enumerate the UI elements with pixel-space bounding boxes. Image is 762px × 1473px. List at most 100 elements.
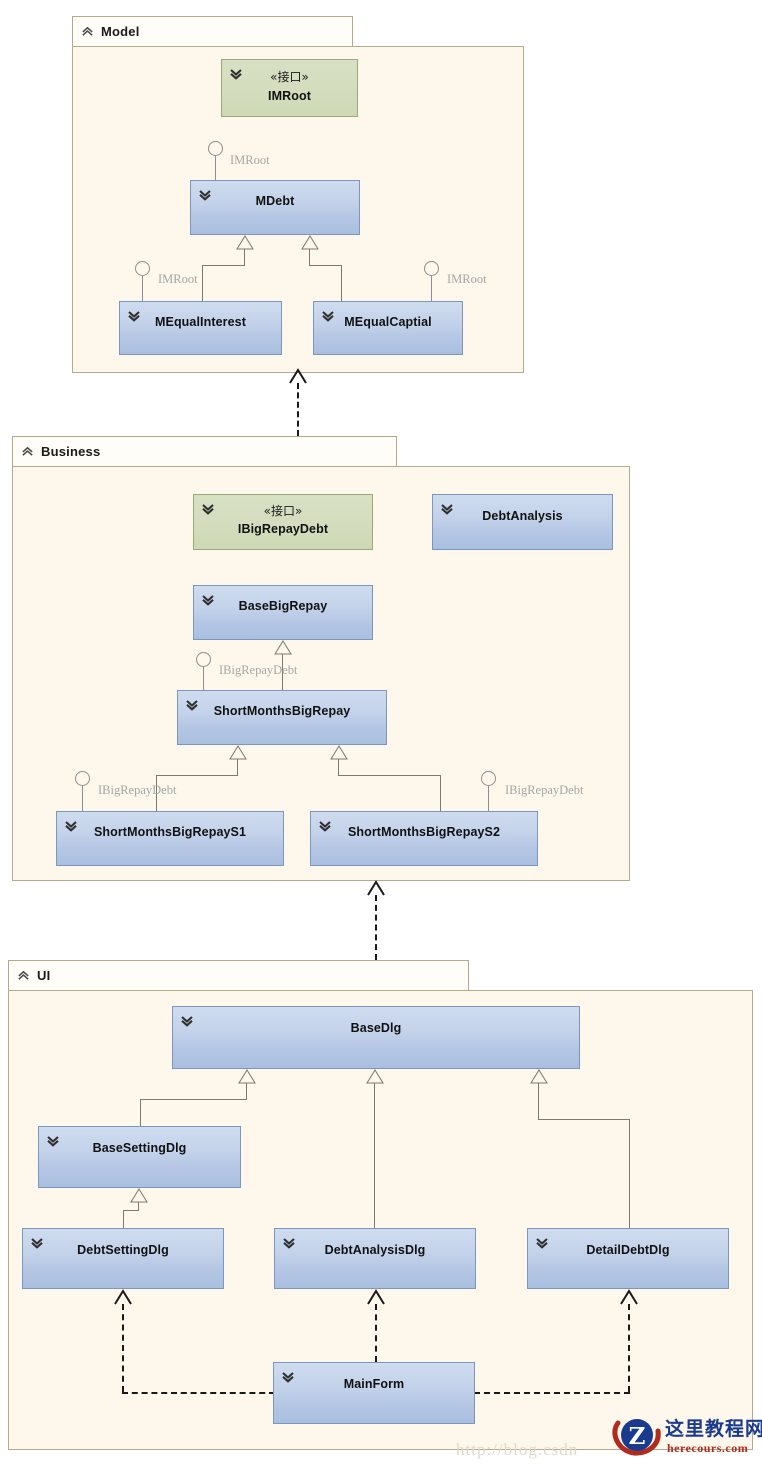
classifier-debtanalysis[interactable]: DebtAnalysis xyxy=(432,494,613,550)
connector-segment xyxy=(202,265,245,266)
classifier-name: BaseDlg xyxy=(350,1021,402,1035)
classifier-ibigrepaydebt[interactable]: «接口» IBigRepayDebt xyxy=(193,494,373,550)
classifier-basedlg[interactable]: BaseDlg xyxy=(172,1006,580,1069)
package-label-ui: UI xyxy=(37,968,51,983)
connector-segment xyxy=(629,1119,630,1228)
classifier-name: DebtSettingDlg xyxy=(77,1243,169,1257)
classifier-mequalcaptial[interactable]: MEqualCaptial xyxy=(313,301,463,355)
classifier-name: DebtAnalysis xyxy=(482,509,563,523)
classifier-shortmonthsbigrepay[interactable]: ShortMonthsBigRepay xyxy=(177,690,387,745)
lollipop-label-mequalinterest: IMRoot xyxy=(158,272,198,286)
lollipop-circle-mdebt xyxy=(208,141,223,156)
lollipop-stem-mequalcaptial xyxy=(431,276,432,301)
connector-segment xyxy=(140,1099,141,1126)
chevron-down-icon xyxy=(128,311,140,322)
package-tab-model[interactable]: Model xyxy=(72,16,353,46)
dependency-arrowhead-mainform-debtanalysisdlg xyxy=(367,1289,385,1305)
watermark-logo-icon: Z xyxy=(612,1419,661,1456)
dependency-line-mainform-detaildebtdlg-v xyxy=(628,1304,630,1392)
connector-segment xyxy=(202,265,203,301)
package-tab-ui[interactable]: UI xyxy=(8,960,469,990)
lollipop-circle-mequalcaptial xyxy=(424,261,439,276)
package-tab-business[interactable]: Business xyxy=(12,436,397,466)
dependency-line-mainform-debtanalysisdlg xyxy=(375,1304,377,1362)
classifier-stereotype: «接口» xyxy=(263,504,303,518)
lollipop-circle-s1 xyxy=(75,771,90,786)
classifier-debtsettingdlg[interactable]: DebtSettingDlg xyxy=(22,1228,224,1289)
chevron-down-icon xyxy=(283,1238,295,1249)
chevron-down-icon xyxy=(282,1372,294,1383)
classifier-imroot[interactable]: «接口» IMRoot xyxy=(221,59,358,117)
classifier-name: BaseSettingDlg xyxy=(92,1141,187,1155)
chevron-up-icon[interactable] xyxy=(81,25,94,38)
chevron-down-icon xyxy=(322,311,334,322)
connector-segment xyxy=(282,654,283,690)
chevron-down-icon xyxy=(47,1136,59,1147)
classifier-name: MDebt xyxy=(255,194,295,208)
dependency-line-mainform-detaildebtdlg-h xyxy=(474,1392,630,1394)
lollipop-label-mdebt: IMRoot xyxy=(230,153,270,167)
chevron-down-icon xyxy=(441,504,453,515)
connector-segment xyxy=(338,775,440,776)
classifier-shortmonthsbigrepays1[interactable]: ShortMonthsBigRepayS1 xyxy=(56,811,284,866)
classifier-basesettingdlg[interactable]: BaseSettingDlg xyxy=(38,1126,241,1188)
connector-segment xyxy=(538,1119,629,1120)
connector-segment xyxy=(440,775,441,811)
chevron-down-icon xyxy=(181,1016,193,1027)
chevron-up-icon[interactable] xyxy=(21,445,34,458)
classifier-name: MEqualCaptial xyxy=(344,315,432,329)
connector-segment xyxy=(140,1099,247,1100)
connector-segment xyxy=(156,775,157,811)
lollipop-stem-mequalinterest xyxy=(142,276,143,301)
classifier-name: IBigRepayDebt xyxy=(237,522,329,536)
chevron-down-icon xyxy=(202,595,214,606)
watermark-site-name: 这里教程网 xyxy=(665,1418,762,1440)
chevron-up-icon[interactable] xyxy=(17,969,30,982)
chevron-down-icon xyxy=(31,1238,43,1249)
lollipop-label-s2: IBigRepayDebt xyxy=(505,783,584,797)
package-label-model: Model xyxy=(101,24,140,39)
classifier-name: MainForm xyxy=(343,1377,405,1391)
classifier-debtanalysisdlg[interactable]: DebtAnalysisDlg xyxy=(274,1228,476,1289)
chevron-down-icon xyxy=(230,69,242,80)
lollipop-circle-mequalinterest xyxy=(135,261,150,276)
classifier-mainform[interactable]: MainForm xyxy=(273,1362,475,1424)
classifier-name: MEqualInterest xyxy=(155,315,246,329)
classifier-mdebt[interactable]: MDebt xyxy=(190,180,360,235)
connector-segment xyxy=(123,1210,124,1228)
classifier-name: BaseBigRepay xyxy=(238,599,328,613)
classifier-detaildebtdlg[interactable]: DetailDebtDlg xyxy=(527,1228,729,1289)
lollipop-label-s1: IBigRepayDebt xyxy=(98,783,177,797)
connector-segment xyxy=(138,1202,139,1210)
dependency-line-business-model xyxy=(297,383,299,436)
connector-segment xyxy=(374,1083,375,1228)
chevron-down-icon xyxy=(536,1238,548,1249)
dependency-line-mainform-debtsettingdlg-v xyxy=(122,1304,124,1392)
watermark-site-domain: herecours.com xyxy=(667,1441,749,1455)
chevron-down-icon xyxy=(319,821,331,832)
classifier-name: IMRoot xyxy=(268,89,311,103)
package-label-business: Business xyxy=(41,444,101,459)
generalization-arrow-debtsettingdlg-basesettingdlg xyxy=(130,1188,148,1203)
dependency-arrowhead-business-model xyxy=(289,368,307,384)
lollipop-stem-mdebt xyxy=(215,156,216,180)
classifier-name: ShortMonthsBigRepayS1 xyxy=(93,825,247,839)
lollipop-stem-s2 xyxy=(488,786,489,811)
classifier-shortmonthsbigrepays2[interactable]: ShortMonthsBigRepayS2 xyxy=(310,811,538,866)
classifier-mequalinterest[interactable]: MEqualInterest xyxy=(119,301,282,355)
generalization-arrow-smbr-basebigrepay xyxy=(274,640,292,655)
chevron-down-icon xyxy=(186,700,198,711)
connector-segment xyxy=(156,775,238,776)
classifier-basebigrepay[interactable]: BaseBigRepay xyxy=(193,585,373,640)
connector-segment xyxy=(244,249,245,265)
watermark-url: http://blog.csdn xyxy=(456,1440,579,1459)
connector-segment xyxy=(237,759,238,775)
lollipop-circle-s2 xyxy=(481,771,496,786)
classifier-name: DetailDebtDlg xyxy=(586,1243,670,1257)
classifier-name: ShortMonthsBigRepayS2 xyxy=(347,825,501,839)
connector-segment xyxy=(246,1083,247,1099)
connector-segment xyxy=(341,265,342,301)
classifier-name: DebtAnalysisDlg xyxy=(324,1243,426,1257)
classifier-stereotype: «接口» xyxy=(270,70,309,84)
chevron-down-icon xyxy=(65,821,77,832)
